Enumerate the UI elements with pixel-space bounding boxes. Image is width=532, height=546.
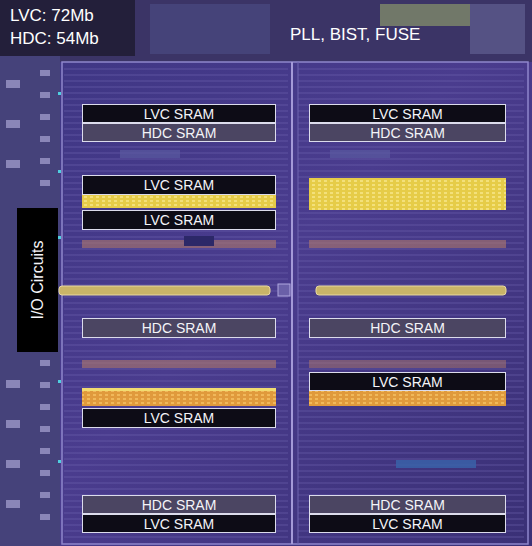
sram-block: LVC SRAM xyxy=(82,104,276,123)
sram-block: LVC SRAM xyxy=(82,514,276,533)
sram-block: LVC SRAM xyxy=(82,175,276,195)
sram-label: LVC SRAM xyxy=(144,212,215,228)
sram-label: HDC SRAM xyxy=(142,497,217,513)
sram-block: LVC SRAM xyxy=(309,104,506,123)
sram-block: HDC SRAM xyxy=(82,123,276,142)
sram-label: LVC SRAM xyxy=(372,106,443,122)
sram-label: HDC SRAM xyxy=(370,125,445,141)
sram-block: HDC SRAM xyxy=(82,495,276,514)
sram-label: HDC SRAM xyxy=(370,320,445,336)
capacity-label: LVC: 72Mb xyxy=(10,6,94,26)
sram-label: LVC SRAM xyxy=(144,516,215,532)
sram-label: HDC SRAM xyxy=(142,320,217,336)
block-label: PLL, BIST, FUSE xyxy=(290,25,420,45)
sram-label: LVC SRAM xyxy=(144,106,215,122)
sram-block: HDC SRAM xyxy=(309,123,506,142)
sram-label: LVC SRAM xyxy=(372,516,443,532)
sram-block: LVC SRAM xyxy=(82,408,276,428)
capacity-label: HDC: 54Mb xyxy=(10,29,99,49)
sram-label: LVC SRAM xyxy=(144,177,215,193)
sram-block: HDC SRAM xyxy=(309,495,506,514)
sram-label: HDC SRAM xyxy=(370,497,445,513)
sram-label: LVC SRAM xyxy=(372,374,443,390)
sram-block: LVC SRAM xyxy=(309,372,506,391)
sram-block: LVC SRAM xyxy=(82,210,276,230)
sram-block: HDC SRAM xyxy=(82,318,276,338)
sram-label: LVC SRAM xyxy=(144,410,215,426)
io-block: I/O Circuits xyxy=(17,208,58,352)
sram-block: LVC SRAM xyxy=(309,514,506,533)
sram-block: HDC SRAM xyxy=(309,318,506,338)
sram-label: HDC SRAM xyxy=(142,125,217,141)
io-label: I/O Circuits xyxy=(30,240,46,319)
